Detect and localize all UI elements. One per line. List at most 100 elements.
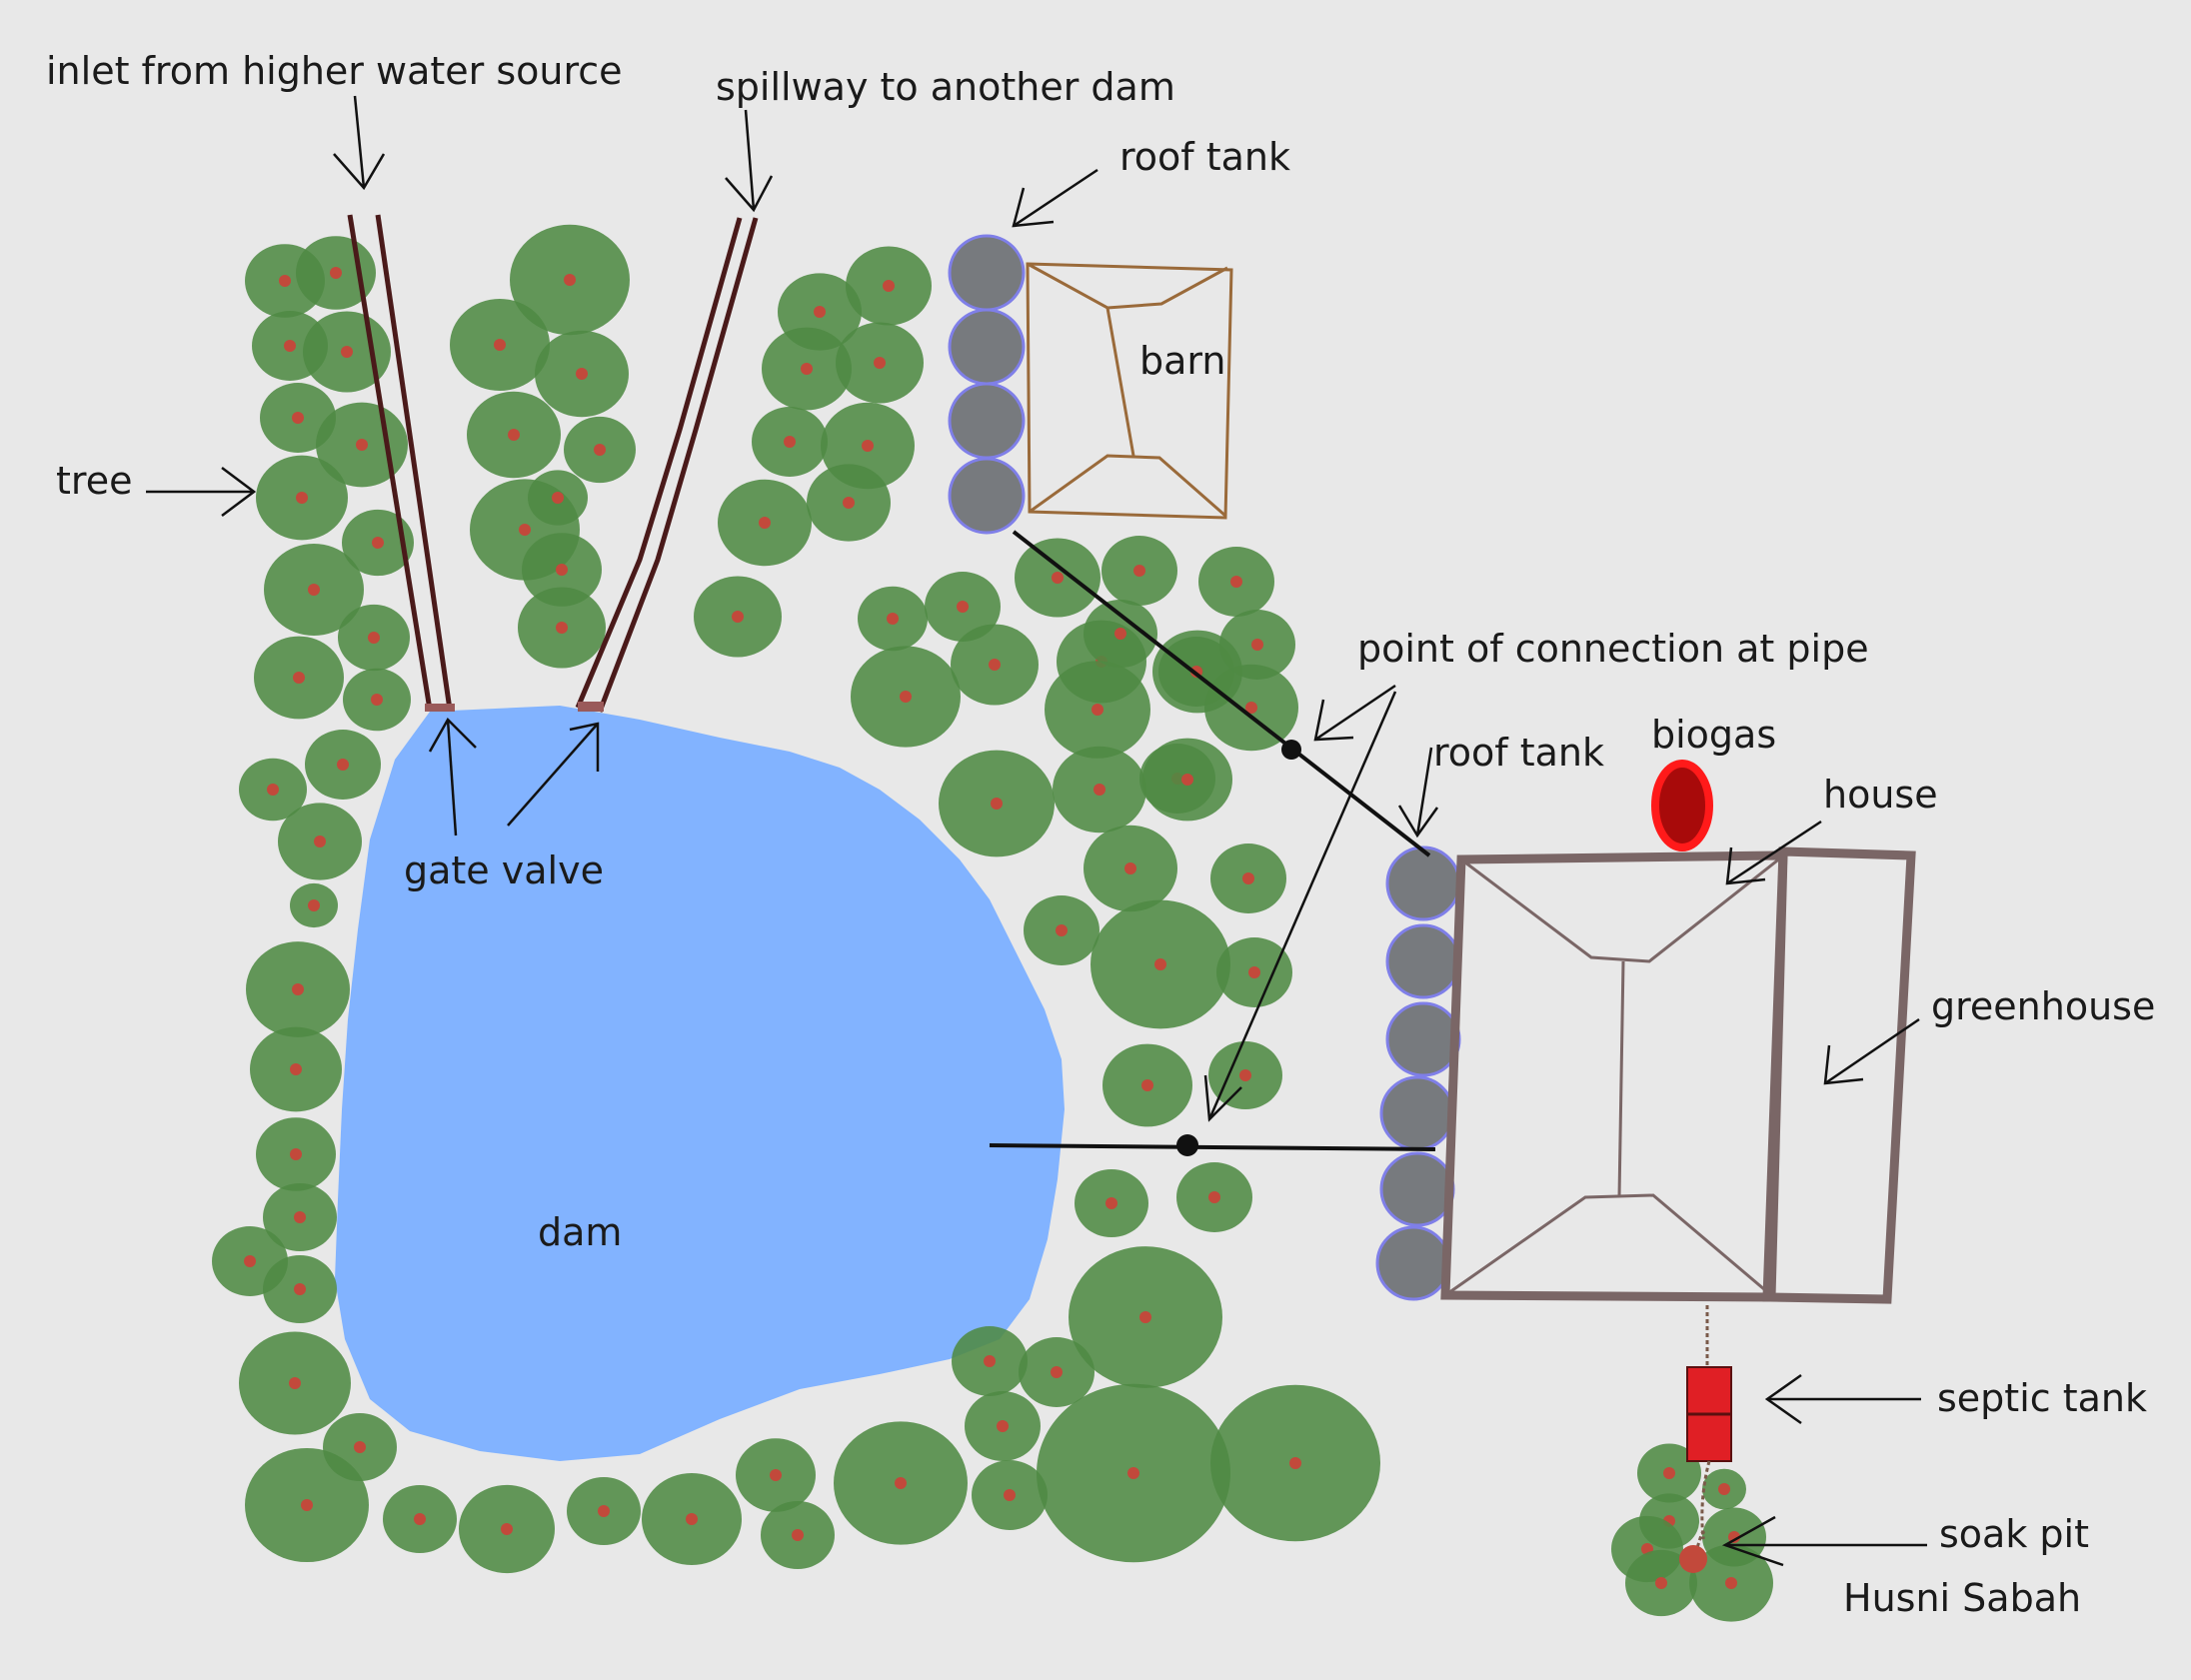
tree	[1091, 899, 1230, 1029]
tree	[535, 330, 629, 418]
label-tree: tree	[56, 459, 132, 503]
tree	[858, 586, 928, 652]
tree	[736, 1438, 816, 1512]
tree	[459, 1484, 555, 1574]
label-roof-tank-barn: roof tank	[1119, 135, 1290, 179]
tree	[1084, 599, 1157, 669]
tree	[762, 327, 852, 411]
label-point-of-connection: point of connection at pipe	[1357, 627, 1869, 671]
tree	[1176, 1162, 1252, 1232]
trees	[212, 224, 1773, 1622]
label-gate-valve: gate valve	[404, 848, 604, 892]
annotation-arrows	[146, 95, 1927, 1567]
greenhouse	[1762, 846, 1916, 1304]
label-house: house	[1823, 773, 1938, 817]
tree	[263, 1182, 337, 1252]
tree	[305, 730, 381, 800]
tree	[264, 544, 364, 636]
water-pipe	[989, 530, 1436, 1156]
tree	[256, 455, 348, 541]
label-author: Husni Sabah	[1843, 1576, 2081, 1620]
tree	[846, 246, 932, 326]
tree	[1045, 661, 1150, 759]
roof-tank-barn	[948, 234, 1026, 535]
tree	[1208, 1040, 1282, 1110]
label-greenhouse: greenhouse	[1931, 984, 2155, 1028]
biogas-digester	[1651, 760, 1713, 851]
tree	[1024, 895, 1099, 965]
tree	[1075, 1168, 1148, 1238]
tree	[467, 391, 561, 479]
roof-tank-house	[1375, 845, 1461, 1301]
label-spillway: spillway to another dam	[716, 65, 1175, 109]
tree	[246, 941, 350, 1037]
tree	[510, 224, 630, 336]
tree	[718, 479, 812, 567]
dam-water	[335, 706, 1065, 1461]
tree	[239, 1331, 351, 1435]
tree	[694, 576, 782, 658]
label-roof-tank-house: roof tank	[1433, 731, 1604, 775]
label-barn: barn	[1139, 339, 1225, 383]
tree	[1689, 1544, 1773, 1622]
tree	[383, 1484, 457, 1554]
tree	[1219, 610, 1295, 680]
tree	[1053, 746, 1146, 834]
label-soak-pit: soak pit	[1939, 1512, 2089, 1556]
tree	[965, 1391, 1041, 1461]
tree	[1625, 1549, 1697, 1617]
tree	[342, 509, 414, 577]
tree	[450, 299, 550, 391]
tree	[263, 1254, 337, 1324]
tree	[518, 587, 606, 669]
tree	[1210, 843, 1286, 913]
label-septic-tank: septic tank	[1937, 1376, 2147, 1420]
spillway-pipe	[575, 217, 759, 713]
tree	[1037, 1383, 1230, 1563]
tree	[1210, 1384, 1380, 1542]
tree	[939, 750, 1055, 857]
tree	[260, 383, 336, 453]
tree	[752, 407, 828, 477]
barn	[1026, 262, 1233, 520]
tree	[952, 1326, 1028, 1396]
tree	[239, 758, 307, 822]
tree	[1204, 664, 1298, 752]
tree	[1102, 1043, 1192, 1127]
tree	[1637, 1443, 1701, 1503]
tree	[951, 624, 1039, 706]
tree	[1084, 825, 1177, 912]
tree	[761, 1500, 835, 1570]
tree	[642, 1473, 742, 1565]
label-biogas: biogas	[1651, 713, 1776, 757]
tree	[836, 322, 924, 404]
tree	[851, 646, 961, 748]
tree	[567, 1476, 641, 1546]
septic-system	[1679, 1305, 1732, 1573]
label-dam: dam	[538, 1210, 622, 1254]
inlet-pipe	[347, 214, 455, 712]
tree	[1101, 536, 1177, 606]
tree	[1142, 738, 1232, 822]
tree	[1702, 1468, 1746, 1510]
tree	[522, 533, 602, 607]
tree	[807, 464, 891, 542]
tree	[972, 1460, 1048, 1530]
tree	[528, 470, 588, 526]
tree	[925, 572, 1001, 642]
tree	[256, 1117, 336, 1191]
tree	[245, 1447, 369, 1563]
label-inlet: inlet from higher water source	[46, 49, 623, 93]
tree	[564, 416, 636, 484]
tree	[250, 1026, 342, 1112]
tree	[1069, 1246, 1222, 1388]
tree	[1019, 1337, 1095, 1407]
tree	[834, 1421, 968, 1545]
tree	[343, 668, 411, 732]
tree	[290, 882, 338, 928]
tree	[1216, 937, 1292, 1007]
tree	[254, 636, 344, 720]
tree	[1198, 547, 1274, 617]
tree	[338, 604, 410, 672]
